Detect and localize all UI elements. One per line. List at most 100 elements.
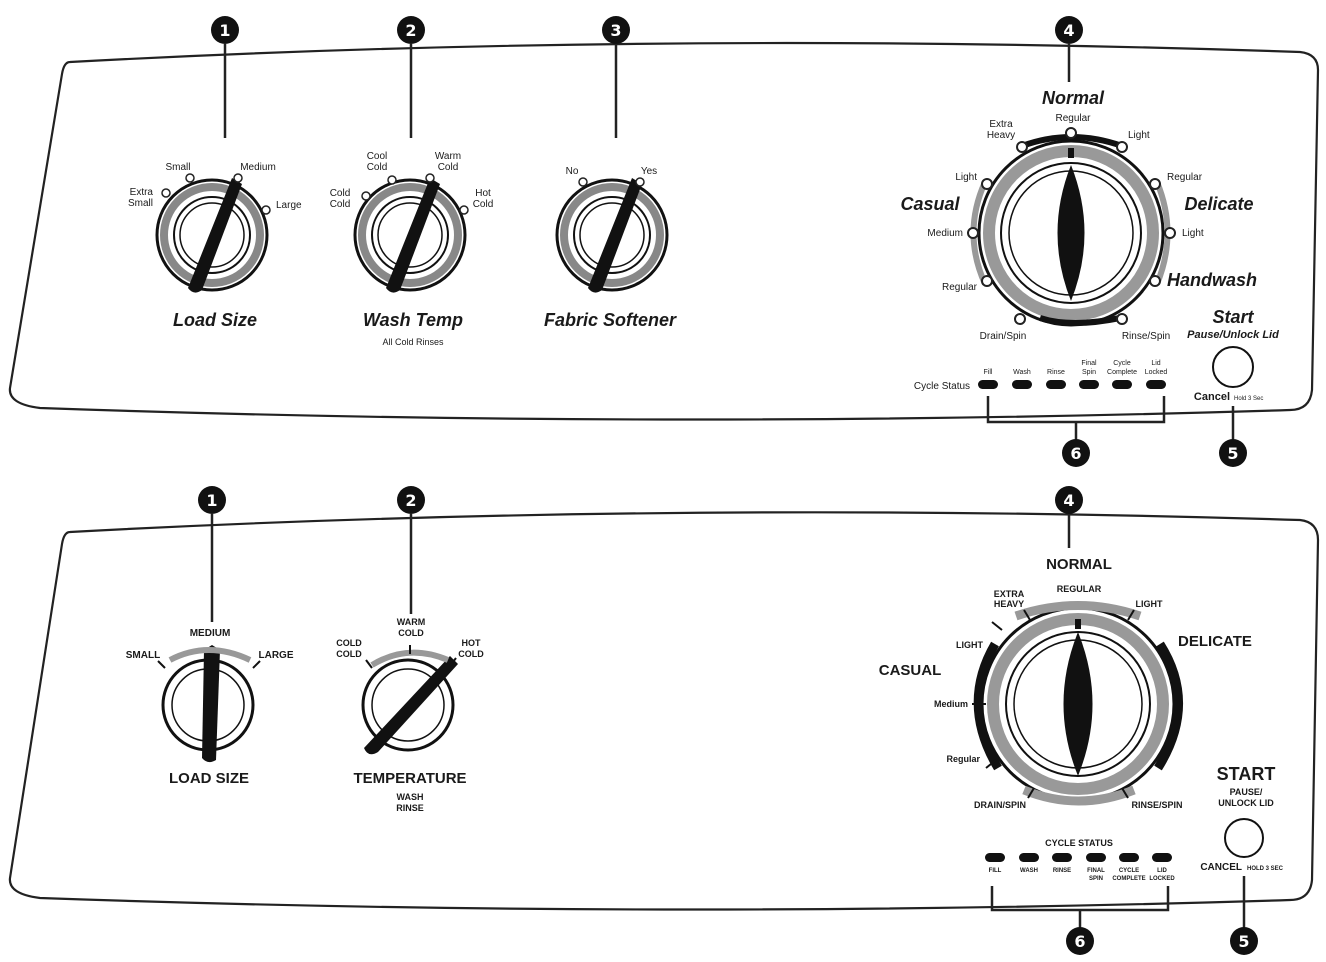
callout-4-top: 4 xyxy=(1055,16,1083,44)
svg-text:PAUSE/: PAUSE/ xyxy=(1230,787,1263,797)
svg-text:HEAVY: HEAVY xyxy=(994,599,1024,609)
svg-text:Fill: Fill xyxy=(984,369,993,376)
load-size-title: Load Size xyxy=(173,310,257,330)
svg-text:3: 3 xyxy=(610,21,621,40)
cycle-regular-top-label: Regular xyxy=(1055,113,1091,124)
callout-2-top: 2 xyxy=(397,16,425,44)
callout-4-bottom: 4 xyxy=(1055,486,1083,514)
bottom-panel-outline xyxy=(8,511,1320,911)
cycle-casual-group-alt: CASUAL xyxy=(879,662,942,679)
svg-text:RINSE: RINSE xyxy=(1053,868,1071,874)
start-button-alt[interactable] xyxy=(1224,818,1264,858)
cycle-casual-regular-label: Regular xyxy=(942,282,978,293)
svg-text:LIGHT: LIGHT xyxy=(956,640,983,650)
fabric-softener-knob[interactable] xyxy=(555,178,669,293)
svg-text:Cold: Cold xyxy=(330,199,351,210)
wash-temp-subtitle: All Cold Rinses xyxy=(382,337,444,347)
cycle-status-label-alt: CYCLE STATUS xyxy=(1045,838,1113,848)
start-title: Start xyxy=(1212,307,1254,327)
svg-text:LID: LID xyxy=(1157,868,1167,874)
cycle-delicate-light-label: Light xyxy=(1182,228,1204,239)
cycle-status-lights xyxy=(978,380,1166,389)
load-size-small-sub-label: Small xyxy=(128,198,153,209)
cycle-selector-knob[interactable] xyxy=(977,139,1165,327)
cycle-status-lights-alt xyxy=(985,853,1172,862)
svg-text:Extra: Extra xyxy=(989,119,1013,130)
svg-text:Cold: Cold xyxy=(473,199,494,210)
svg-text:1: 1 xyxy=(219,21,230,40)
cycle-selector-knob-alt[interactable] xyxy=(980,606,1176,802)
svg-text:COLD: COLD xyxy=(336,638,362,648)
svg-text:Cool: Cool xyxy=(367,151,388,162)
status-light-lid-locked xyxy=(1146,380,1166,389)
status-light-wash xyxy=(1012,380,1032,389)
cycle-drain-spin-label: Drain/Spin xyxy=(980,331,1027,342)
svg-text:RINSE/SPIN: RINSE/SPIN xyxy=(1131,800,1182,810)
svg-text:COMPLETE: COMPLETE xyxy=(1112,876,1145,882)
cycle-casual-group: Casual xyxy=(900,194,960,214)
svg-text:Regular: Regular xyxy=(946,754,980,764)
svg-text:Warm: Warm xyxy=(435,151,461,162)
start-button[interactable] xyxy=(1212,346,1254,388)
svg-text:WASH: WASH xyxy=(1020,868,1038,874)
svg-text:Cycle: Cycle xyxy=(1113,360,1131,367)
svg-text:SPIN: SPIN xyxy=(1089,876,1103,882)
temperature-title: TEMPERATURE xyxy=(353,770,466,787)
cancel-label: Cancel xyxy=(1194,391,1230,403)
svg-text:1: 1 xyxy=(206,491,217,510)
svg-text:Lid: Lid xyxy=(1151,360,1160,367)
svg-text:LIGHT: LIGHT xyxy=(1136,599,1163,609)
svg-text:FILL: FILL xyxy=(989,868,1002,874)
svg-text:4: 4 xyxy=(1063,21,1074,40)
top-panel-outline xyxy=(8,41,1320,421)
top-panel: Extra Small Small Medium Large Load Size… xyxy=(8,41,1320,440)
status-light-cycle-complete xyxy=(1112,380,1132,389)
svg-text:LARGE: LARGE xyxy=(259,650,294,661)
load-size-large-label: Large xyxy=(276,200,302,211)
svg-text:Complete: Complete xyxy=(1107,369,1137,376)
cycle-status-label: Cycle Status xyxy=(914,381,970,392)
cycle-handwash-group: Handwash xyxy=(1167,270,1257,290)
svg-text:Heavy: Heavy xyxy=(987,130,1015,141)
svg-text:5: 5 xyxy=(1227,444,1238,463)
svg-text:CYCLE: CYCLE xyxy=(1119,868,1139,874)
svg-text:Spin: Spin xyxy=(1082,369,1096,376)
callout-1-bottom: 1 xyxy=(198,486,226,514)
svg-text:Cold: Cold xyxy=(330,188,351,199)
load-size-extra-label: Extra xyxy=(130,187,154,198)
load-size-small-label: Small xyxy=(165,162,190,173)
callout-6-bottom: 6 xyxy=(1066,927,1094,955)
callout-2-bottom: 2 xyxy=(397,486,425,514)
wash-temp-knob[interactable] xyxy=(353,178,467,293)
cycle-light-top-label: Light xyxy=(1128,130,1150,141)
status-light-rinse xyxy=(1046,380,1066,389)
svg-text:2: 2 xyxy=(405,491,416,510)
cycle-delicate-regular-label: Regular xyxy=(1167,172,1203,183)
softener-yes-label: Yes xyxy=(641,166,657,177)
svg-text:Rinse: Rinse xyxy=(1047,369,1065,376)
callout-5-top: 5 xyxy=(1219,439,1247,467)
svg-text:COLD: COLD xyxy=(398,628,424,638)
svg-text:Medium: Medium xyxy=(934,699,968,709)
callout-5-bottom: 5 xyxy=(1230,927,1258,955)
svg-text:COLD: COLD xyxy=(336,649,362,659)
svg-text:4: 4 xyxy=(1063,491,1074,510)
svg-text:Cold: Cold xyxy=(367,162,388,173)
svg-text:5: 5 xyxy=(1238,932,1249,951)
load-size-knob[interactable] xyxy=(155,178,269,293)
svg-text:SMALL: SMALL xyxy=(126,650,160,661)
svg-text:6: 6 xyxy=(1070,444,1081,463)
wash-temp-title: Wash Temp xyxy=(363,310,463,330)
load-size-title-alt: LOAD SIZE xyxy=(169,770,249,787)
callout-6-top: 6 xyxy=(1062,439,1090,467)
load-size-knob-alt[interactable] xyxy=(161,645,255,763)
cycle-casual-light-label: Light xyxy=(955,172,977,183)
fabric-softener-title: Fabric Softener xyxy=(544,310,677,330)
svg-text:WARM: WARM xyxy=(397,617,426,627)
cycle-casual-medium-label: Medium xyxy=(927,228,963,239)
temperature-knob[interactable] xyxy=(361,656,458,755)
bottom-panel: SMALL MEDIUM LARGE LOAD SIZE COLD COLD W… xyxy=(8,511,1320,928)
svg-text:Cold: Cold xyxy=(438,162,459,173)
cycle-rinse-spin-label: Rinse/Spin xyxy=(1122,331,1170,342)
svg-text:HOLD 3 SEC: HOLD 3 SEC xyxy=(1247,866,1284,872)
